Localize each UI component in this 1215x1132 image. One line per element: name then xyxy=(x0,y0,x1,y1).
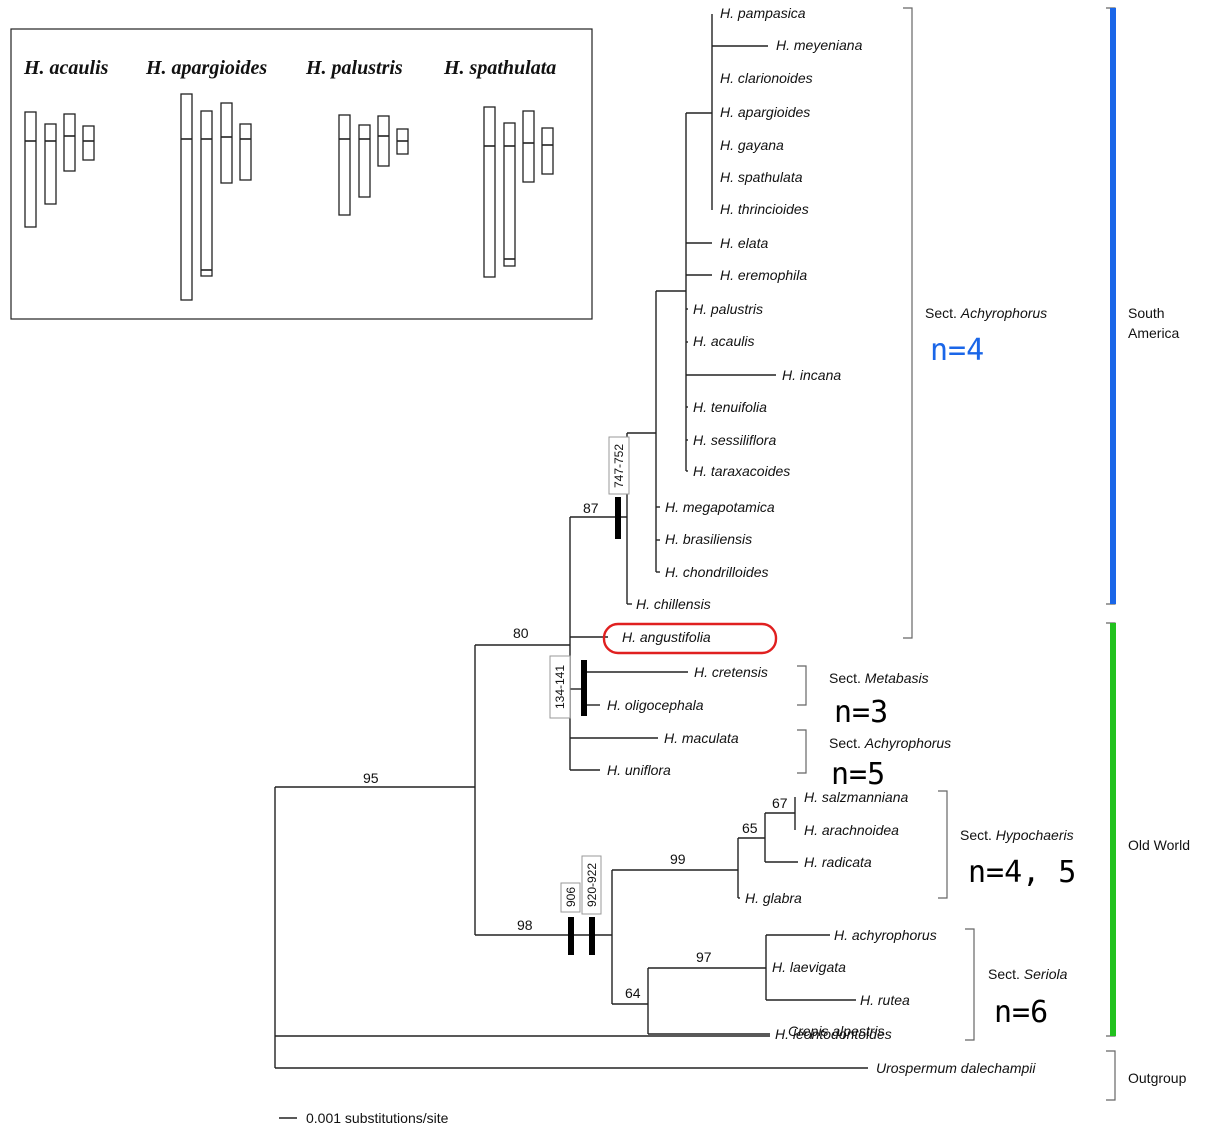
taxon-label: H. tenuifolia xyxy=(693,399,767,415)
taxon-label: H. meyeniana xyxy=(776,37,863,53)
inset-label-acaulis: H. acaulis xyxy=(23,57,109,79)
taxon-label: H. taraxacoides xyxy=(693,463,790,479)
taxon-label: H. brasiliensis xyxy=(665,531,752,547)
bracket-seriola xyxy=(965,928,975,1041)
scale-label: 0.001 substitutions/site xyxy=(306,1110,449,1126)
section-labels: Sect. Achyrophorus n=4 Sect. Metabasis n… xyxy=(829,305,1076,1030)
taxon-label: H. elata xyxy=(720,235,768,251)
taxon-label: H. uniflora xyxy=(607,762,671,778)
mutation-label-920: 920-922 xyxy=(585,863,599,907)
bootstrap-80: 80 xyxy=(513,625,529,641)
taxon-label: H. acaulis xyxy=(693,333,754,349)
bracket-metabasis xyxy=(797,665,807,706)
chromosome-number-n45: n=4, 5 xyxy=(968,855,1076,890)
taxon-label: H. eremophila xyxy=(720,267,807,283)
taxon-label: H. megapotamica xyxy=(665,499,775,515)
taxon-label: H. clarionoides xyxy=(720,70,813,86)
section-achyrophorus-ow: Sect. Achyrophorus xyxy=(829,735,951,751)
mutation-label-747: 747-752 xyxy=(612,444,626,488)
section-achyrophorus-sa: Sect. Achyrophorus xyxy=(925,305,1047,321)
mutation-box-747 xyxy=(608,436,630,495)
bootstrap-values: 87 80 95 98 99 65 67 97 64 xyxy=(363,500,788,1001)
bootstrap-64: 64 xyxy=(625,985,641,1001)
mutation-box-920 xyxy=(581,855,602,915)
taxon-label: H. gayana xyxy=(720,137,784,153)
karyotype-spathulata xyxy=(483,106,554,278)
mutation-label-906: 906 xyxy=(564,887,578,907)
taxon-label: H. achyrophorus xyxy=(834,927,937,943)
chromosome-number-n5: n=5 xyxy=(831,757,885,792)
region-bars: South America Old World Outgroup xyxy=(1106,7,1190,1086)
taxon-label-outgroup: Crepis alpestris xyxy=(788,1023,884,1039)
mutation-label-134: 134-141 xyxy=(553,665,567,709)
south-america-bar xyxy=(1110,8,1116,604)
section-seriola: Sect. Seriola xyxy=(988,966,1068,982)
taxon-label: H. chondrilloides xyxy=(665,564,769,580)
taxon-label: H. sessiliflora xyxy=(693,432,776,448)
mutation-box-906 xyxy=(560,882,581,913)
region-label-outgroup: Outgroup xyxy=(1128,1070,1187,1086)
bootstrap-87: 87 xyxy=(583,500,599,516)
inset-label-palustris: H. palustris xyxy=(305,57,403,79)
chromosome-number-n3: n=3 xyxy=(834,695,888,730)
taxon-label: H. incana xyxy=(782,367,841,383)
karyotype-apargioides xyxy=(180,93,252,301)
mutation-bar-906 xyxy=(568,917,574,955)
section-brackets xyxy=(797,7,1116,1101)
region-label-america: America xyxy=(1128,325,1180,341)
chromosome-number-n4: n=4 xyxy=(930,333,984,368)
karyotype-acaulis xyxy=(24,111,95,228)
tree-branches xyxy=(274,14,868,1069)
taxon-label: H. chillensis xyxy=(636,596,711,612)
mutation-bar-747 xyxy=(615,497,621,539)
mutation-bar-920 xyxy=(589,917,595,955)
scale-bar: 0.001 substitutions/site xyxy=(279,1110,449,1126)
bootstrap-67: 67 xyxy=(772,795,788,811)
taxon-label: H. pampasica xyxy=(720,5,806,21)
karyotype-inset: H. acaulis H. apargioides H. palustris H… xyxy=(10,28,593,320)
taxon-label: H. cretensis xyxy=(694,664,768,680)
section-hypochaeris: Sect. Hypochaeris xyxy=(960,827,1074,843)
region-label-south: South xyxy=(1128,305,1165,321)
mutation-markers: 747-752 134-141 906 920-922 xyxy=(549,436,630,955)
bracket-outgroup xyxy=(1106,1050,1116,1101)
inset-label-spathulata: H. spathulata xyxy=(443,57,556,79)
taxon-label: H. apargioides xyxy=(720,104,810,120)
taxon-label: H. spathulata xyxy=(720,169,803,185)
taxon-label: H. laevigata xyxy=(772,959,846,975)
highlight-ellipse xyxy=(602,622,778,655)
taxon-label-highlighted: H. angustifolia xyxy=(622,629,711,645)
taxon-labels: H. pampasica H. meyeniana H. clarionoide… xyxy=(607,5,1036,1076)
taxon-label: H. thrincioides xyxy=(720,201,809,217)
bootstrap-95: 95 xyxy=(363,770,379,786)
region-label-old-world: Old World xyxy=(1128,837,1190,853)
bracket-hypochaeris xyxy=(938,790,948,899)
bootstrap-97: 97 xyxy=(696,949,712,965)
bootstrap-98: 98 xyxy=(517,917,533,933)
taxon-label: H. arachnoidea xyxy=(804,822,899,838)
taxon-label: H. rutea xyxy=(860,992,910,1008)
taxon-label: H. glabra xyxy=(745,890,802,906)
inset-label-apargioides: H. apargioides xyxy=(145,57,267,79)
chromosome-number-n6: n=6 xyxy=(994,995,1048,1030)
taxon-label: H. palustris xyxy=(693,301,763,317)
taxon-label: H. maculata xyxy=(664,730,739,746)
old-world-bar xyxy=(1110,623,1116,1036)
section-metabasis: Sect. Metabasis xyxy=(829,670,929,686)
taxon-label: H. oligocephala xyxy=(607,697,704,713)
bootstrap-99: 99 xyxy=(670,851,686,867)
taxon-label-outgroup: Urospermum dalechampii xyxy=(876,1060,1036,1076)
bracket-achyrophorus-sa xyxy=(903,7,913,639)
mutation-box-134 xyxy=(549,655,571,719)
taxon-label: H. radicata xyxy=(804,854,872,870)
karyotype-palustris xyxy=(338,114,409,216)
bracket-achyrophorus-ow xyxy=(797,729,807,774)
taxon-label: H. salzmanniana xyxy=(804,789,908,805)
bootstrap-65: 65 xyxy=(742,820,758,836)
taxon-label: H. leontodontoides xyxy=(775,1026,892,1042)
mutation-bar-134 xyxy=(581,660,587,716)
